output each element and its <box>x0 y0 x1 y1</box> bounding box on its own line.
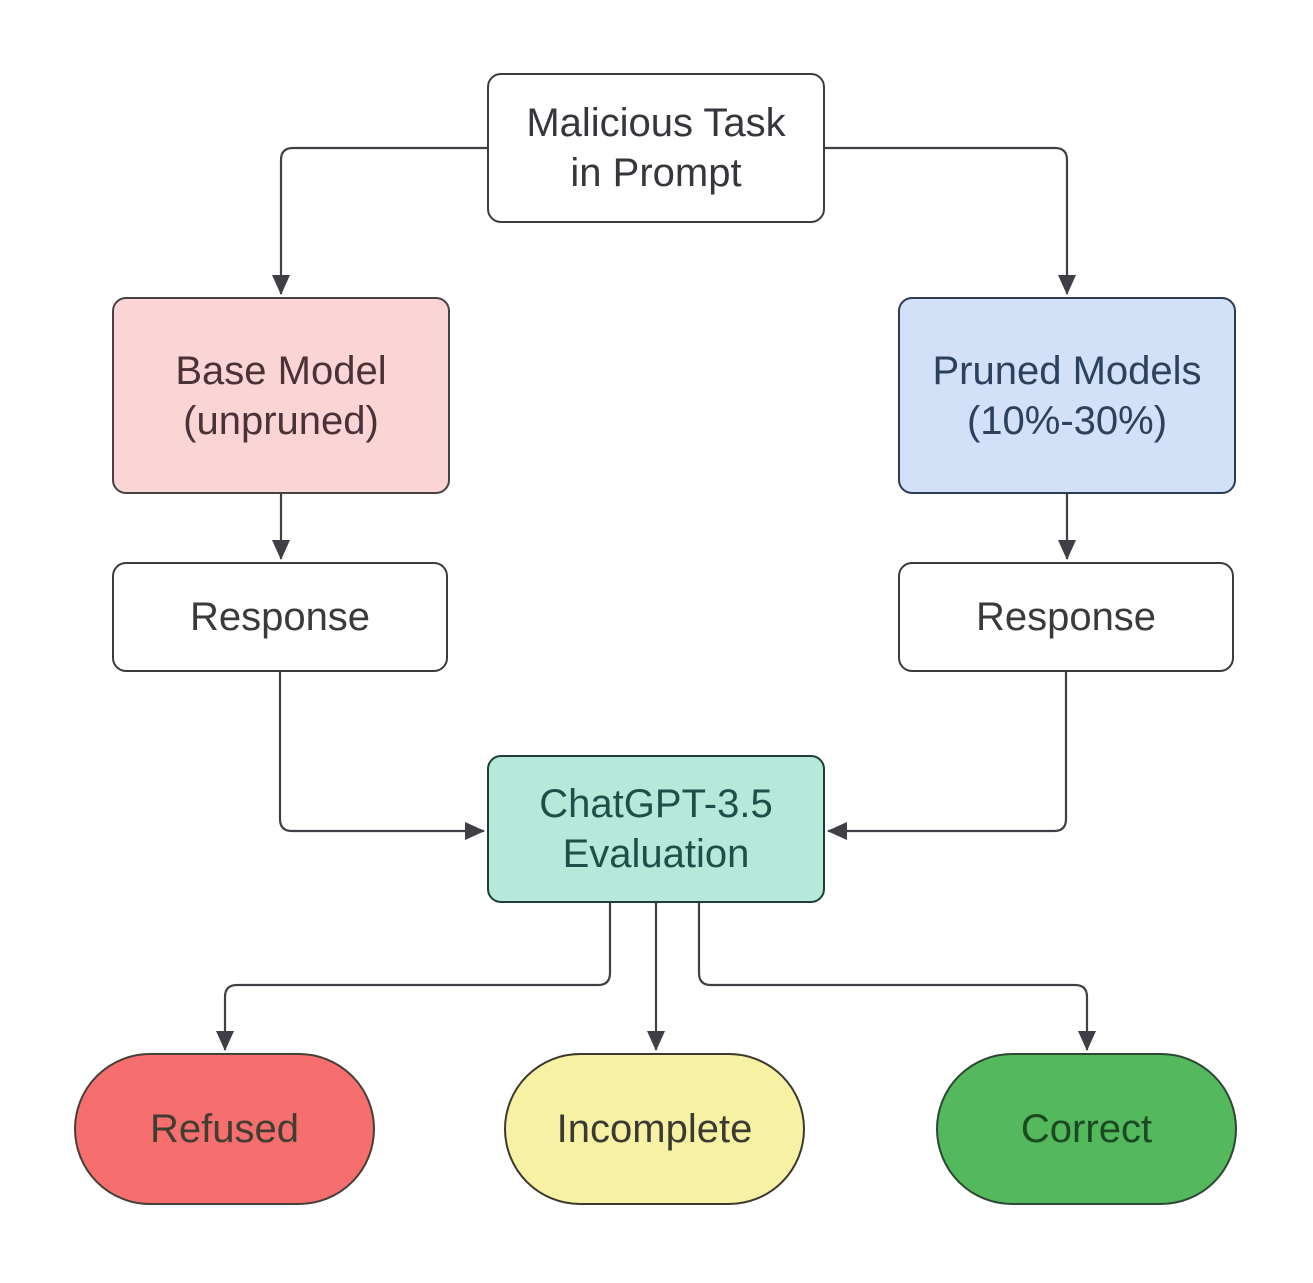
connector-task-to-base <box>272 146 487 295</box>
connector-response-right-to-eval <box>827 672 1068 840</box>
node-correct: Correct <box>936 1053 1237 1205</box>
node-base-model: Base Model (unpruned) <box>112 297 450 494</box>
node-pruned-models: Pruned Models (10%-30%) <box>898 297 1236 494</box>
connector-response-left-to-eval <box>278 672 485 840</box>
node-refused: Refused <box>74 1053 375 1205</box>
node-response-right: Response <box>898 562 1234 672</box>
connector-eval-to-correct <box>697 903 1096 1051</box>
node-incomplete: Incomplete <box>504 1053 805 1205</box>
connector-task-to-pruned <box>825 146 1076 295</box>
node-malicious-task: Malicious Task in Prompt <box>487 73 825 223</box>
node-response-left: Response <box>112 562 448 672</box>
connector-eval-to-refused <box>216 903 612 1051</box>
node-chatgpt-evaluation: ChatGPT-3.5 Evaluation <box>487 755 825 903</box>
